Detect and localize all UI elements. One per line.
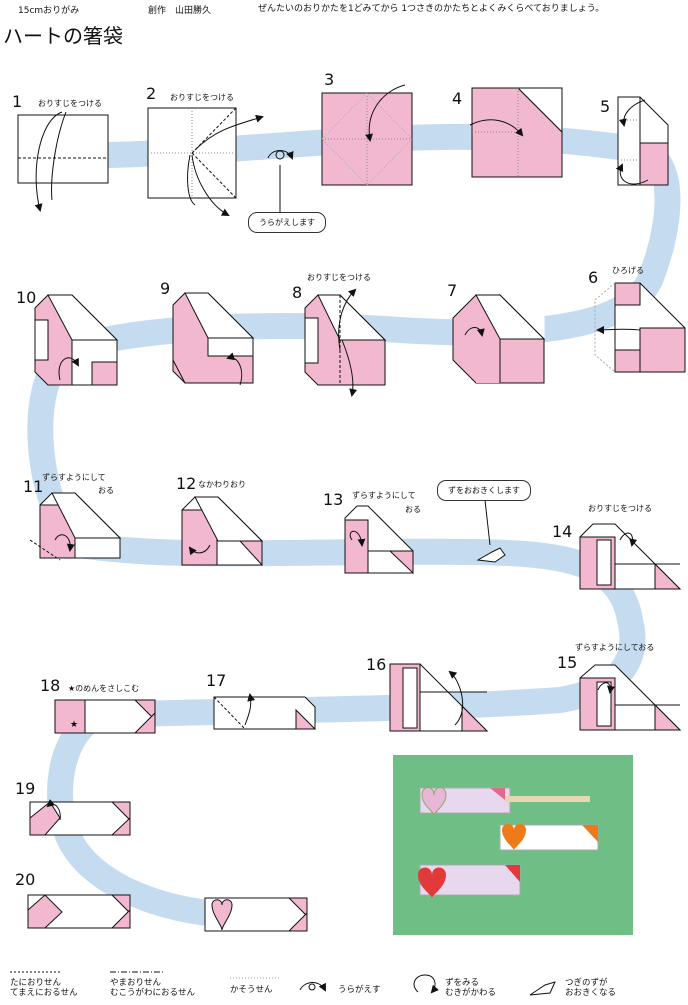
turn-over-symbol [267, 150, 294, 215]
step19-figure [29, 799, 131, 836]
step10-number: 10 [16, 288, 37, 307]
step18-number: 18 [40, 676, 61, 695]
paper-size-label: 15cmおりがみ [18, 6, 80, 16]
step6-number: 6 [588, 268, 599, 287]
step8-note: おりすじをつける [307, 273, 371, 282]
step15-figure [579, 664, 682, 731]
step13-number: 13 [323, 490, 344, 509]
step17-number: 17 [206, 671, 227, 690]
instruction-text: ぜんたいのおりかたを1どみてから 1つさきのかたちとよくみくらべておりましょう。 [258, 4, 605, 14]
step14-number: 14 [552, 522, 573, 541]
step15-number: 15 [557, 653, 578, 672]
step9-figure [172, 292, 255, 386]
step12-number: 12 [176, 474, 197, 493]
legend-view-label-1: ずをみる [445, 978, 480, 988]
step18-figure: ★ [54, 699, 156, 734]
legend-mountain-label-1: やまおりせん [110, 978, 162, 988]
step9-number: 9 [160, 279, 171, 298]
step2-figure [147, 107, 264, 216]
step2-note: おりすじをつける [170, 93, 234, 102]
legend-valley-label-1: たにおりせん [10, 978, 62, 988]
step1-note: おりすじをつける [38, 99, 102, 108]
step13-figure [344, 505, 414, 575]
legend-view: ずをみる むきがかわる [445, 978, 496, 998]
svg-text:★: ★ [70, 720, 78, 730]
step4-number: 4 [452, 89, 463, 108]
legend-turn-over-label: うらがえす [338, 985, 381, 995]
step12-figure [181, 496, 264, 567]
step11-number: 11 [23, 477, 44, 496]
step1-number: 1 [12, 92, 23, 111]
legend-view-label-2: むきがかわる [445, 988, 497, 998]
step12-note: なかわりおり [198, 480, 246, 489]
step20-figure [27, 894, 131, 929]
author-label: 創作 山田勝久 [148, 6, 212, 16]
step16-figure [389, 663, 489, 732]
legend-crease-label: かそうせん [230, 985, 273, 995]
legend-next-label-1: つぎのずが [565, 978, 608, 988]
final-figure [204, 897, 308, 932]
legend-next-label-2: おおきくなる [565, 988, 617, 998]
legend-valley-label-2: てまえにおるせん [10, 988, 78, 998]
legend-symbols [10, 971, 556, 996]
step8-figure [304, 288, 387, 397]
step18-note: ★のめんをさしこむ [68, 684, 140, 693]
step15-note: ずらすようにしておる [575, 643, 655, 652]
step16-number: 16 [366, 655, 387, 674]
step4-figure [469, 87, 563, 178]
enlarge-bubble: ずをおおきくします [437, 480, 531, 501]
turn-over-bubble: うらがえします [248, 212, 326, 233]
legend-mountain-label-2: むこうがわにおるせん [110, 988, 196, 998]
page-title: ハートの箸袋 [3, 24, 123, 48]
step10-figure [34, 294, 119, 386]
step14-figure [579, 523, 682, 590]
step3-number: 3 [324, 70, 335, 89]
step19-number: 19 [15, 779, 36, 798]
step5-number: 5 [600, 97, 611, 116]
legend-mountain-line: やまおりせん むこうがわにおるせん [110, 978, 195, 998]
step20-number: 20 [15, 870, 36, 889]
step3-figure [321, 84, 413, 186]
step1-figure [17, 111, 109, 212]
step5-figure [615, 96, 669, 186]
enlarge-symbol [476, 499, 506, 563]
legend-valley-line: たにおりせん てまえにおるせん [10, 978, 78, 998]
step6-figure [594, 282, 686, 373]
step11-note-2: おる [98, 486, 114, 495]
step13-note-2: おる [405, 505, 421, 514]
step6-note: ひろげる [612, 266, 644, 275]
step11-figure [29, 492, 122, 561]
legend-next: つぎのずが おおきくなる [565, 978, 616, 998]
step8-number: 8 [292, 283, 303, 302]
step13-note-1: ずらすようにして [352, 491, 416, 500]
step17-figure [213, 693, 317, 730]
step11-note-1: ずらすようにして [42, 473, 106, 482]
step7-figure [452, 293, 546, 384]
step14-note: おりすじをつける [588, 504, 652, 513]
step7-number: 7 [447, 281, 458, 300]
step2-number: 2 [146, 84, 157, 103]
result-photo [393, 755, 633, 935]
